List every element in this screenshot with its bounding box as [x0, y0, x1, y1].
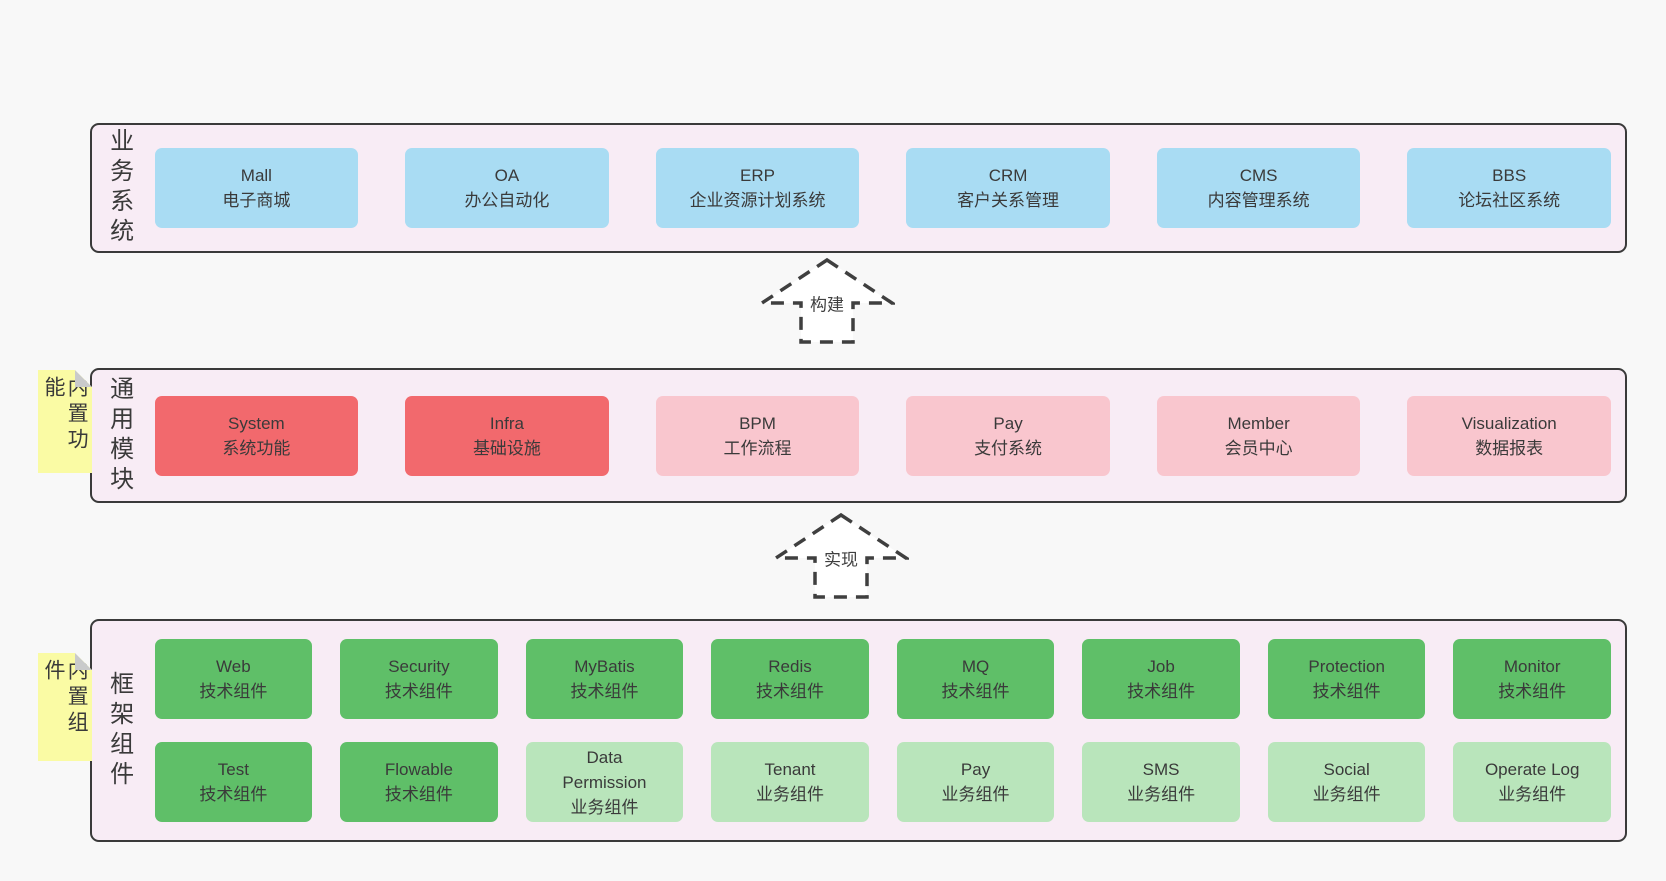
arrow-implement: 实现: [773, 512, 909, 600]
sticky-note-label: 内置功能: [42, 376, 89, 454]
arrow-build: 构建: [759, 257, 895, 345]
box-pay-business: Pay 业务组件: [896, 742, 1055, 822]
box-mybatis: MyBatis 技术组件: [525, 639, 684, 719]
box-protection: Protection 技术组件: [1267, 639, 1426, 719]
sticky-note-builtin-components: 内置组件: [38, 653, 92, 761]
box-row: Web 技术组件 Security 技术组件 MyBatis 技术组件 Redi…: [154, 639, 1611, 719]
box-mall: Mall 电子商城: [154, 148, 359, 228]
arrow-implement-label: 实现: [821, 545, 861, 571]
box-operate-log: Operate Log 业务组件: [1453, 742, 1611, 822]
box-job: Job 技术组件: [1082, 639, 1240, 719]
box-row: Test 技术组件 Flowable 技术组件 Data Permission …: [154, 742, 1611, 822]
box-erp: ERP 企业资源计划系统: [655, 148, 860, 228]
box-sms: SMS 业务组件: [1082, 742, 1240, 822]
box-tenant: Tenant 业务组件: [711, 742, 869, 822]
box-infra: Infra 基础设施: [405, 395, 609, 476]
band-framework-components-label: 框架组件: [105, 670, 133, 791]
box-member: Member 会员中心: [1156, 395, 1361, 476]
box-cms: CMS 内容管理系统: [1156, 148, 1361, 228]
box-oa: OA 办公自动化: [405, 148, 609, 228]
band-common-modules: 通用模块 System 系统功能 Infra 基础设施 BPM 工作流程 Pay…: [90, 368, 1627, 503]
box-bbs: BBS 论坛社区系统: [1407, 148, 1611, 228]
box-visualization: Visualization 数据报表: [1407, 395, 1611, 476]
band-common-modules-label: 通用模块: [105, 375, 133, 496]
box-web: Web 技术组件: [154, 639, 313, 719]
box-mq: MQ 技术组件: [896, 639, 1055, 719]
box-redis: Redis 技术组件: [711, 639, 869, 719]
box-system: System 系统功能: [154, 395, 359, 476]
box-pay: Pay 支付系统: [906, 395, 1110, 476]
box-security: Security 技术组件: [340, 639, 498, 719]
box-flowable: Flowable 技术组件: [340, 742, 498, 822]
box-bpm: BPM 工作流程: [655, 395, 860, 476]
band-business-systems-content: Mall 电子商城 OA 办公自动化 ERP 企业资源计划系统 CRM 客户关系…: [133, 148, 1625, 228]
box-social: Social 业务组件: [1267, 742, 1426, 822]
band-business-systems-label: 业务系统: [105, 128, 133, 248]
band-business-systems: 业务系统 Mall 电子商城 OA 办公自动化 ERP 企业资源计划系统 CRM…: [90, 123, 1627, 253]
box-crm: CRM 客户关系管理: [906, 148, 1110, 228]
box-test: Test 技术组件: [154, 742, 313, 822]
band-framework-components: 框架组件 Web 技术组件 Security 技术组件 MyBatis 技术组件…: [90, 619, 1627, 842]
box-row: System 系统功能 Infra 基础设施 BPM 工作流程 Pay 支付系统…: [154, 395, 1611, 476]
box-monitor: Monitor 技术组件: [1453, 639, 1611, 719]
sticky-note-builtin-features: 内置功能: [38, 370, 92, 473]
box-row: Mall 电子商城 OA 办公自动化 ERP 企业资源计划系统 CRM 客户关系…: [154, 148, 1611, 228]
arrow-build-label: 构建: [807, 290, 847, 316]
sticky-note-label: 内置组件: [42, 659, 89, 737]
band-common-modules-content: System 系统功能 Infra 基础设施 BPM 工作流程 Pay 支付系统…: [133, 395, 1625, 476]
band-framework-components-content: Web 技术组件 Security 技术组件 MyBatis 技术组件 Redi…: [133, 639, 1625, 822]
box-data-permission: Data Permission 业务组件: [525, 742, 684, 822]
